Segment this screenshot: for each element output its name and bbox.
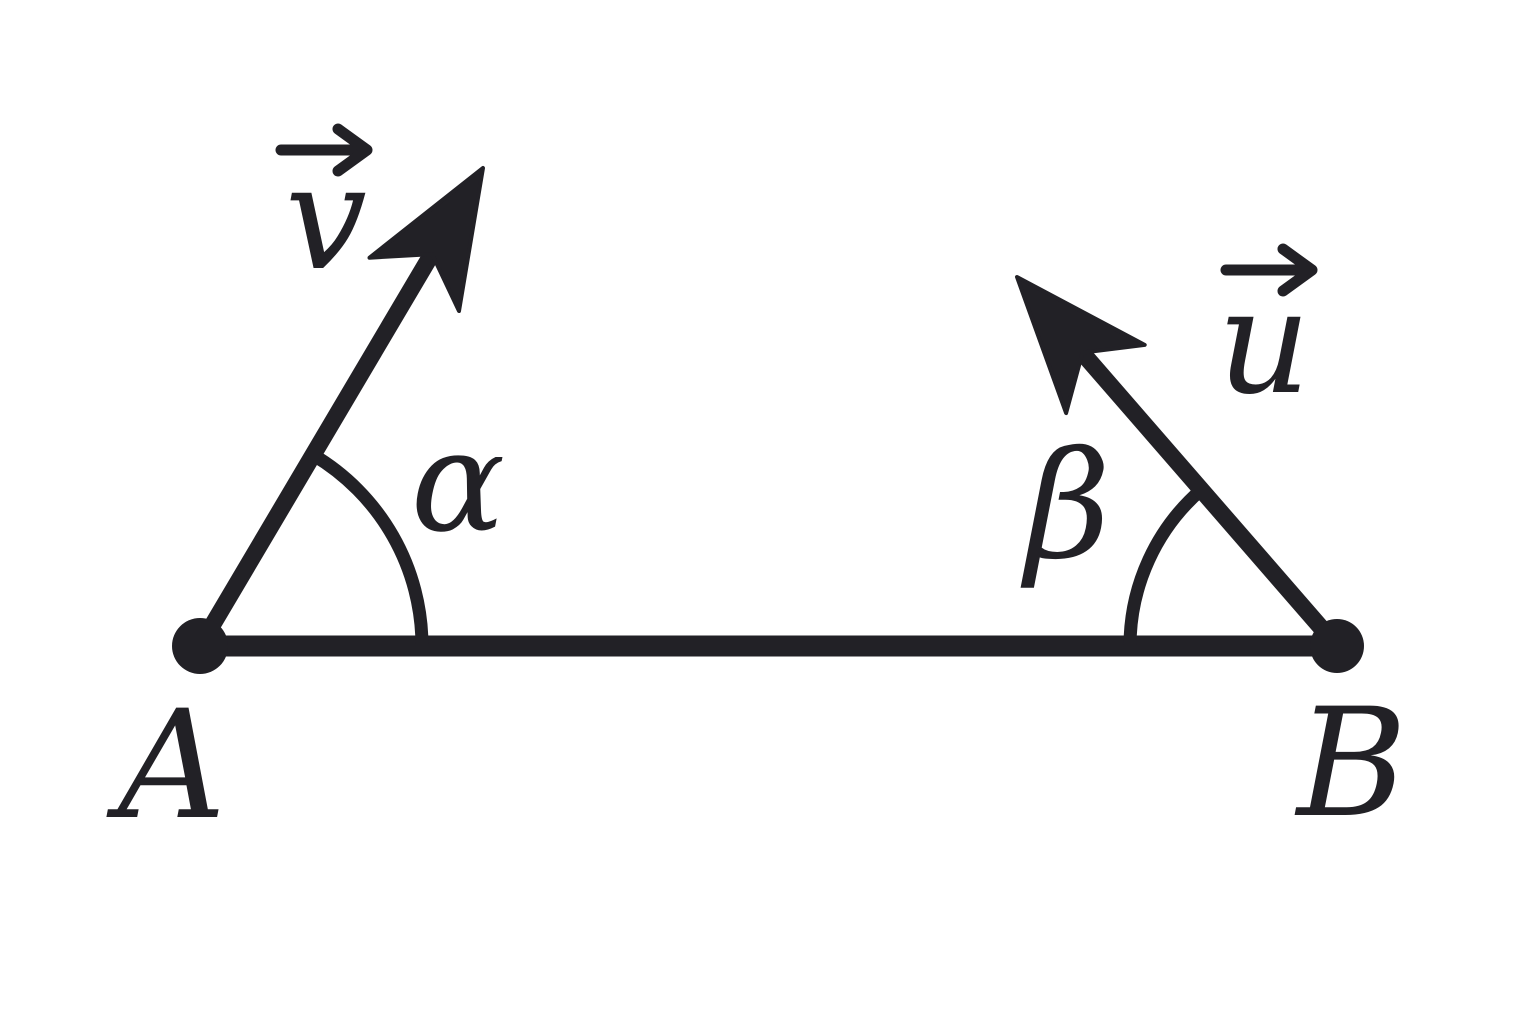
angle-alpha-label: α xyxy=(411,401,506,564)
vector-v-shaft xyxy=(191,238,445,655)
vector-v-label: v xyxy=(285,134,367,303)
point-a-label: A xyxy=(106,679,226,853)
vector-v-overline-arrow xyxy=(275,123,373,177)
angle-beta-label: β xyxy=(1020,420,1111,592)
angle-alpha-arc xyxy=(309,449,429,647)
vector-u-label: u xyxy=(1217,258,1310,427)
vector-v-arrowhead xyxy=(367,166,485,313)
point-b-dot xyxy=(1310,619,1364,673)
angle-beta-arc xyxy=(1123,484,1206,647)
point-b-label: B xyxy=(1294,677,1407,851)
vector-u-overline-arrow xyxy=(1220,243,1318,297)
vector-u-arrowhead xyxy=(1015,275,1147,416)
vector-u-shaft xyxy=(1070,340,1346,655)
point-a-dot xyxy=(172,618,228,674)
